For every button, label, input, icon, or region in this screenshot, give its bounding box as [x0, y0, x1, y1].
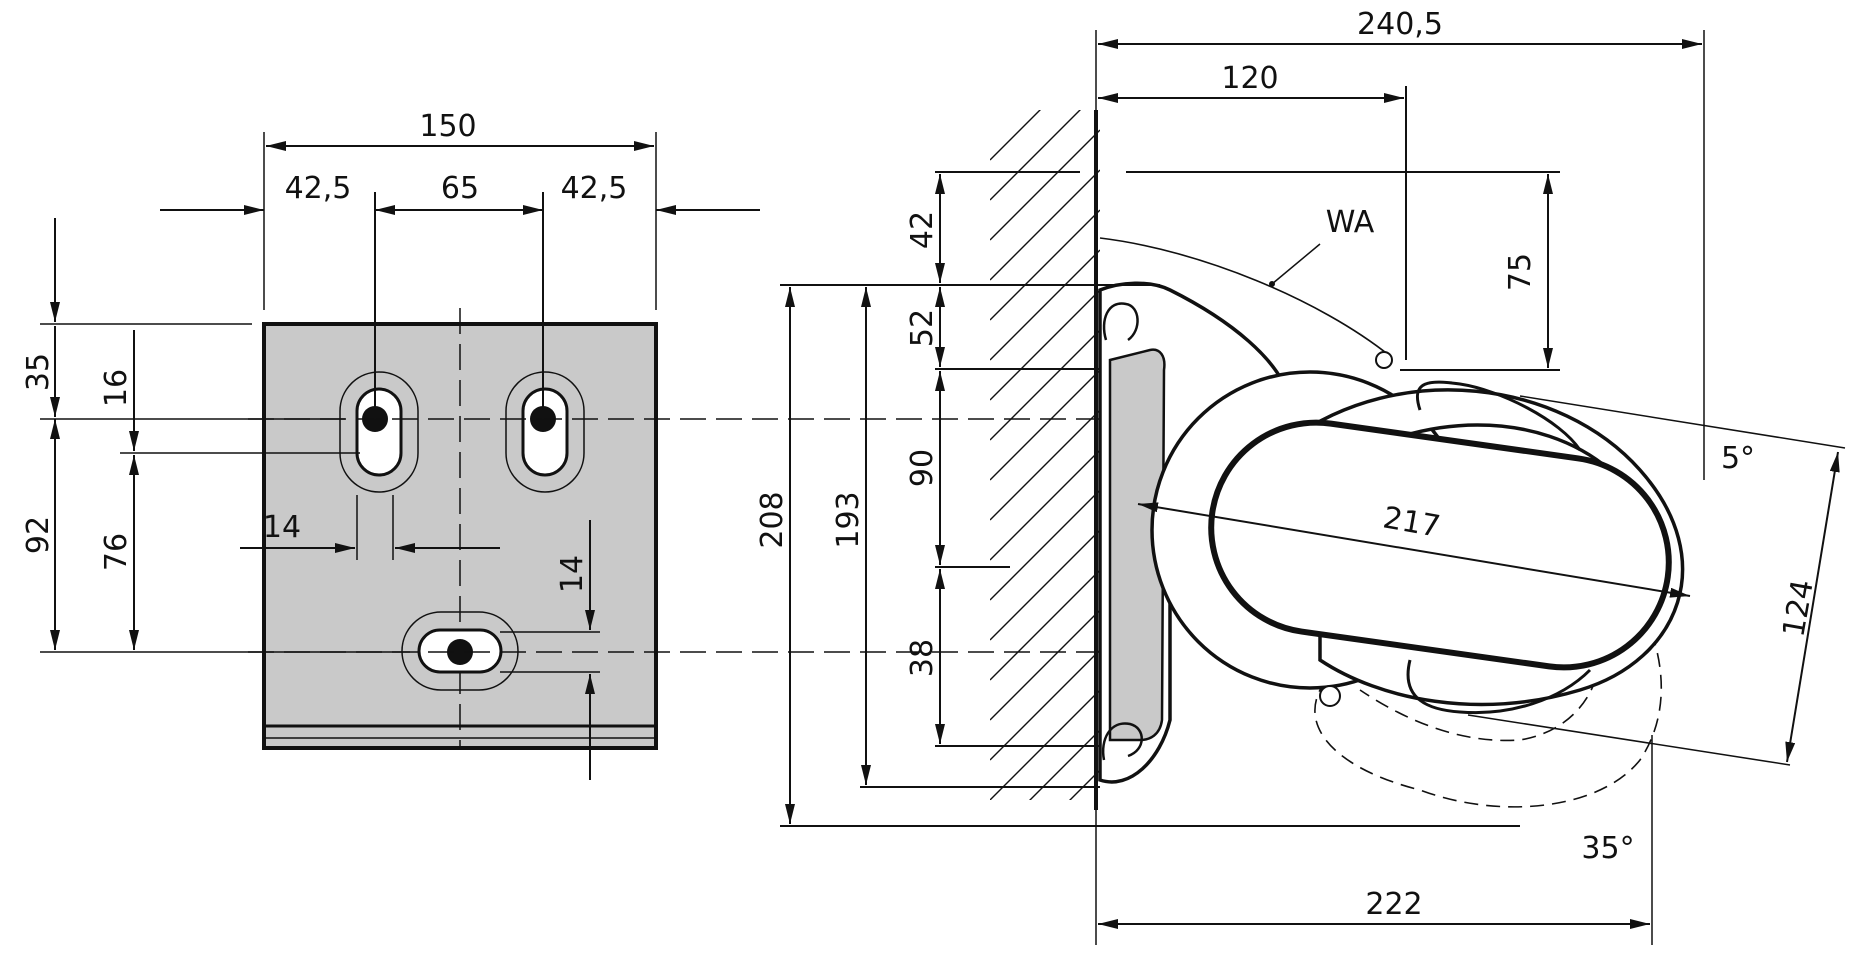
wall-hatching — [990, 110, 1100, 800]
mounting-hole — [447, 639, 473, 665]
dim-bottom-depth: 222 — [1365, 887, 1422, 922]
upper-right-slot — [505, 371, 585, 493]
dim-top-to-holes: 35 — [21, 353, 56, 391]
dim-overall-height: 208 — [755, 491, 790, 548]
dim-plate-offset: 52 — [905, 309, 940, 347]
dim-depth-to-pivot: 120 — [1221, 61, 1278, 96]
dim-side-hole-spacing: 90 — [905, 449, 940, 487]
dim-slot-width: 14 — [263, 510, 301, 545]
dim-offset-left: 42,5 — [285, 171, 352, 206]
dim-front-height: 124 — [1776, 577, 1820, 639]
plate-profile — [1108, 348, 1166, 742]
side-view: 240,5 120 WA 75 42 52 90 38 208 193 217 … — [755, 7, 1846, 945]
mounting-plate-view: 150 42,5 65 42,5 35 92 16 76 14 14 — [21, 109, 1170, 780]
dim-offset-right: 42,5 — [561, 171, 628, 206]
dim-plate-width: 150 — [419, 109, 476, 144]
dim-plate-height: 193 — [831, 491, 866, 548]
dim-holes-to-bottom: 92 — [21, 516, 56, 554]
dim-slot-to-bottom: 76 — [99, 533, 134, 571]
dim-tilt-angle: 5° — [1721, 441, 1755, 476]
dim-swing-angle: 35° — [1581, 831, 1634, 866]
upper-left-slot — [339, 371, 419, 493]
label-wa: WA — [1326, 205, 1375, 240]
dim-overall-depth: 240,5 — [1357, 7, 1443, 42]
dim-slot-height: 14 — [555, 555, 590, 593]
dim-pivot-height: 75 — [1503, 253, 1538, 291]
dim-hole-spacing: 65 — [441, 171, 479, 206]
lower-slot — [401, 611, 519, 691]
dim-wall-offset-top: 42 — [905, 211, 940, 249]
dim-slot-length: 16 — [99, 369, 134, 407]
dim-bottom-offset: 38 — [905, 639, 940, 677]
hose-line — [1099, 237, 1391, 357]
